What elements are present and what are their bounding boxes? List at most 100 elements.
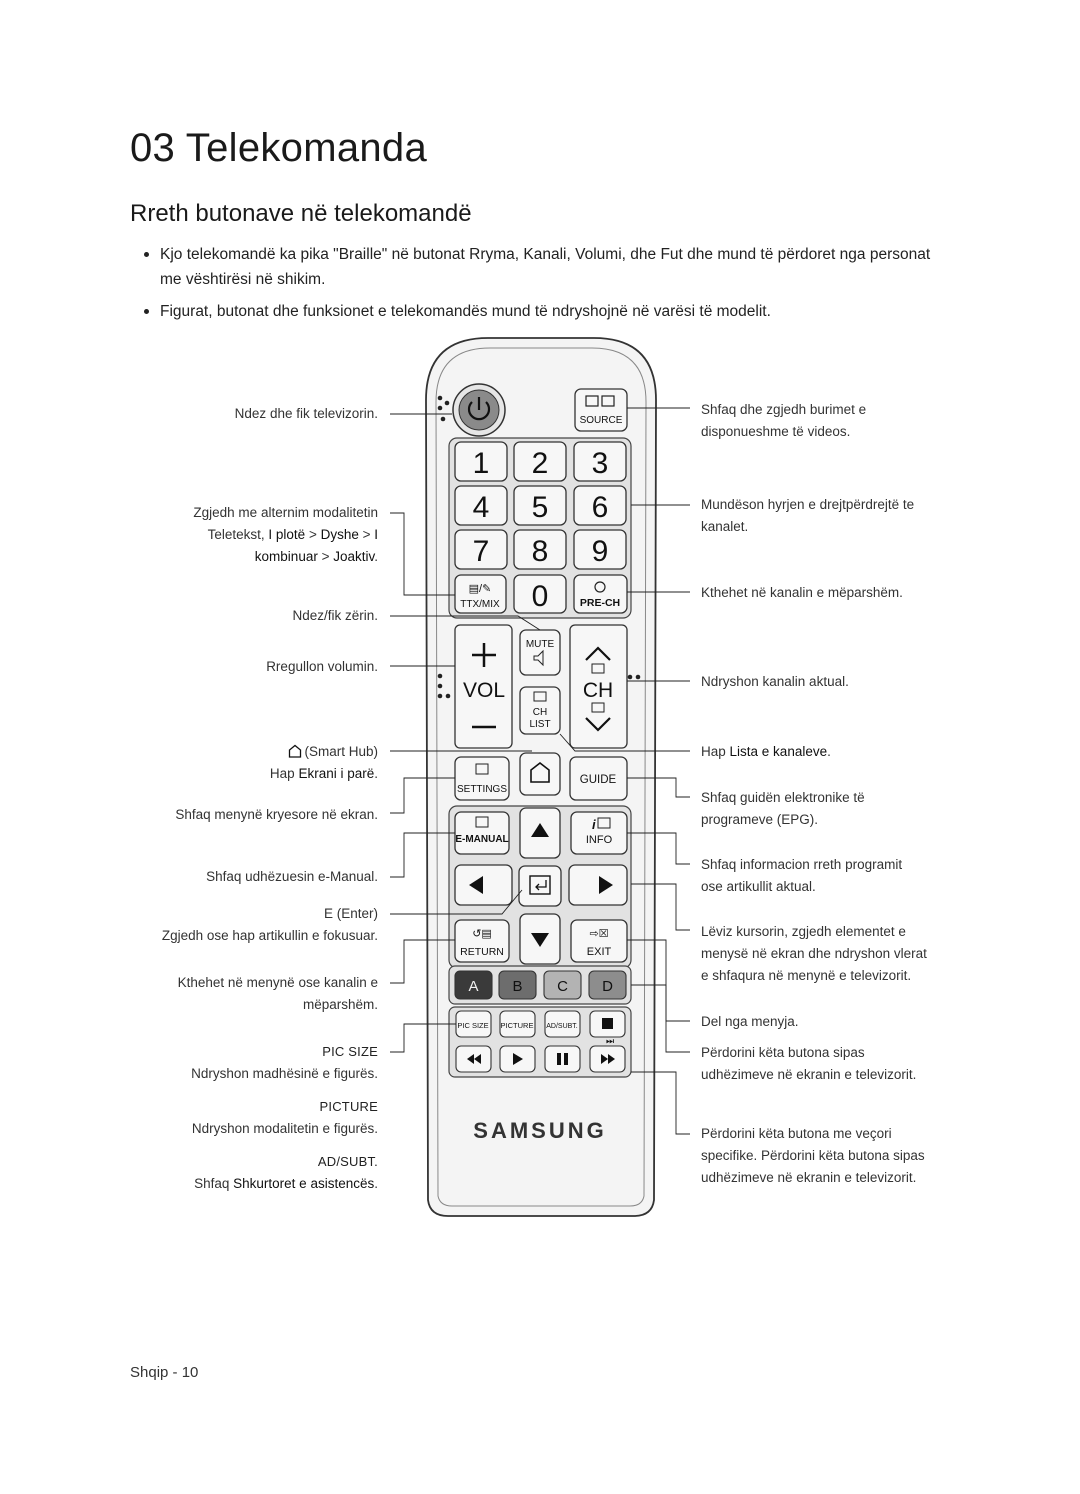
e-manual-button[interactable]: E-MANUAL <box>454 811 510 855</box>
digit-9-label: 9 <box>592 535 609 568</box>
info-button[interactable]: i INFO <box>570 811 628 855</box>
digit-0-button[interactable]: 0 <box>513 574 567 614</box>
bullet-braille: Kjo telekomandë ka pika "Braille" në but… <box>142 242 942 292</box>
color-key-d[interactable]: D <box>588 970 627 1000</box>
digit-4-button[interactable]: 4 <box>454 485 508 526</box>
picture-button[interactable]: PICTURE <box>499 1010 536 1038</box>
label-color-line2: udhëzimeve në ekranin e televizorit. <box>701 1067 917 1082</box>
label-navigation: Lëviz kursorin, zgjedh elementet e menys… <box>701 921 966 987</box>
label-nav-line2: menysë në ekran dhe ndryshon vlerat <box>701 946 927 961</box>
volume-rocker[interactable]: VOL <box>454 624 513 749</box>
term-off: Joaktiv <box>333 549 375 564</box>
up-arrow-button[interactable] <box>519 807 561 859</box>
rewind-icon <box>474 1054 481 1064</box>
stop-icon <box>602 1018 613 1029</box>
bullet-text: , <box>514 246 524 263</box>
term-channel-list: Lista e kanaleve <box>729 744 828 759</box>
label-picsize-title: PIC SIZE <box>322 1044 378 1059</box>
play-button[interactable] <box>499 1045 536 1073</box>
digit-6-button[interactable]: 6 <box>573 485 627 526</box>
color-key-label: D <box>602 978 613 995</box>
return-button[interactable]: ↺▤ RETURN <box>454 919 510 963</box>
fast-forward-button[interactable] <box>589 1045 626 1073</box>
label-guide: Shfaq guidën elektronike të programeve (… <box>701 787 961 831</box>
label-enter-line2: Zgjedh ose hap artikullin e fokusuar. <box>161 928 378 943</box>
source-label: SOURCE <box>580 415 623 426</box>
digit-7-label: 7 <box>473 535 490 568</box>
ch-list-button[interactable]: CH LIST <box>519 686 561 735</box>
right-arrow-button[interactable] <box>568 864 628 906</box>
term-power: Rryma <box>469 246 515 263</box>
left-arrow-button[interactable] <box>454 864 513 906</box>
digit-8-label: 8 <box>532 535 549 568</box>
label-nav-line1: Lëviz kursorin, zgjedh elementet e <box>701 924 906 939</box>
label-adsubt: AD/SUBT. Shfaq Shkurtoret e asistencës. <box>130 1151 378 1195</box>
ttx-mix-button[interactable]: ▤/✎ TTX/MIX <box>454 574 507 614</box>
source-button[interactable]: SOURCE <box>574 388 628 432</box>
bullet-text: , dhe <box>621 246 661 263</box>
pic-size-button[interactable]: PIC SIZE <box>455 1010 492 1038</box>
label-source: Shfaq dhe zgjedh burimet e disponueshme … <box>701 399 961 443</box>
remote-inner-edge <box>435 347 647 1207</box>
label-nav-line3: e shfaqura në menynë e televizorit. <box>701 968 912 983</box>
ch-list-label-2: LIST <box>529 719 550 730</box>
stop-button[interactable] <box>589 1010 626 1038</box>
home-button[interactable] <box>519 752 561 796</box>
color-key-label: A <box>468 978 478 995</box>
digit-2-button[interactable]: 2 <box>513 441 567 482</box>
digit-9-button[interactable]: 9 <box>573 529 627 570</box>
label-color-keys: Përdorini këta butona sipas udhëzimeve n… <box>701 1042 961 1086</box>
enter-button[interactable] <box>518 865 562 907</box>
section-title: Rreth butonave në telekomandë <box>130 200 472 227</box>
label-text: Hap <box>269 766 299 781</box>
power-button[interactable] <box>452 383 506 437</box>
label-exit: Del nga menyja. <box>701 1014 799 1029</box>
guide-label: GUIDE <box>580 774 617 786</box>
home-icon <box>289 744 302 758</box>
label-channel: Ndryshon kanalin aktual. <box>701 674 849 689</box>
label-volume: Rregullon volumin. <box>266 659 378 674</box>
label-media-line1: Përdorini këta butona me veçori <box>701 1126 892 1141</box>
digit-4-label: 4 <box>473 491 490 524</box>
label-ttx-line3: kombinuar > Joaktiv. <box>130 546 378 568</box>
digit-6-label: 6 <box>592 491 609 524</box>
digit-7-button[interactable]: 7 <box>454 529 508 570</box>
color-key-c[interactable]: C <box>543 970 582 1000</box>
pre-ch-label: PRE-CH <box>580 597 620 609</box>
ad-subt-button[interactable]: AD/SUBT. <box>544 1010 581 1038</box>
mute-button[interactable]: MUTE <box>519 629 561 676</box>
bullet-text: dhe mund të përdoret nga personat me vës… <box>160 246 931 288</box>
exit-label: EXIT <box>587 946 612 958</box>
pre-ch-button[interactable]: PRE-CH <box>573 574 628 614</box>
exit-button[interactable]: ⇨☒ EXIT <box>570 919 628 963</box>
e-manual-label: E-MANUAL <box>455 834 508 845</box>
down-arrow-button[interactable] <box>519 913 561 965</box>
digit-8-button[interactable]: 8 <box>513 529 567 570</box>
digit-3-button[interactable]: 3 <box>573 441 627 482</box>
guide-button[interactable]: GUIDE <box>569 756 628 801</box>
rewind-button[interactable] <box>455 1045 492 1073</box>
label-guide-line1: Shfaq guidën elektronike të <box>701 790 865 805</box>
color-key-a[interactable]: A <box>454 970 493 1000</box>
digit-5-button[interactable]: 5 <box>513 485 567 526</box>
color-key-b[interactable]: B <box>498 970 537 1000</box>
channel-rocker[interactable]: CH <box>569 624 628 749</box>
chapter-title: 03 Telekomanda <box>130 126 428 170</box>
label-enter: E (Enter) Zgjedh ose hap artikullin e fo… <box>130 903 378 947</box>
page-footer: Shqip - 10 <box>130 1364 199 1381</box>
label-dot: . <box>827 744 831 759</box>
pause-button[interactable] <box>544 1045 581 1073</box>
svg-text:▤/✎: ▤/✎ <box>469 583 492 595</box>
label-source-line1: Shfaq dhe zgjedh burimet e <box>701 402 867 417</box>
settings-button[interactable]: SETTINGS <box>454 756 510 801</box>
numpad-frame <box>448 437 632 619</box>
term-first-screen: Ekrani i parë <box>298 766 375 781</box>
label-numbers-line1: Mundëson hyrjen e drejtpërdrejtë te <box>701 497 915 512</box>
label-settings: Shfaq menynë kryesore në ekran. <box>175 807 378 822</box>
label-picture-title: PICTURE <box>319 1099 378 1114</box>
label-source-line2: disponueshme të videos. <box>701 424 851 439</box>
digit-1-button[interactable]: 1 <box>454 441 508 482</box>
label-power: Ndez dhe fik televizorin. <box>234 406 378 421</box>
